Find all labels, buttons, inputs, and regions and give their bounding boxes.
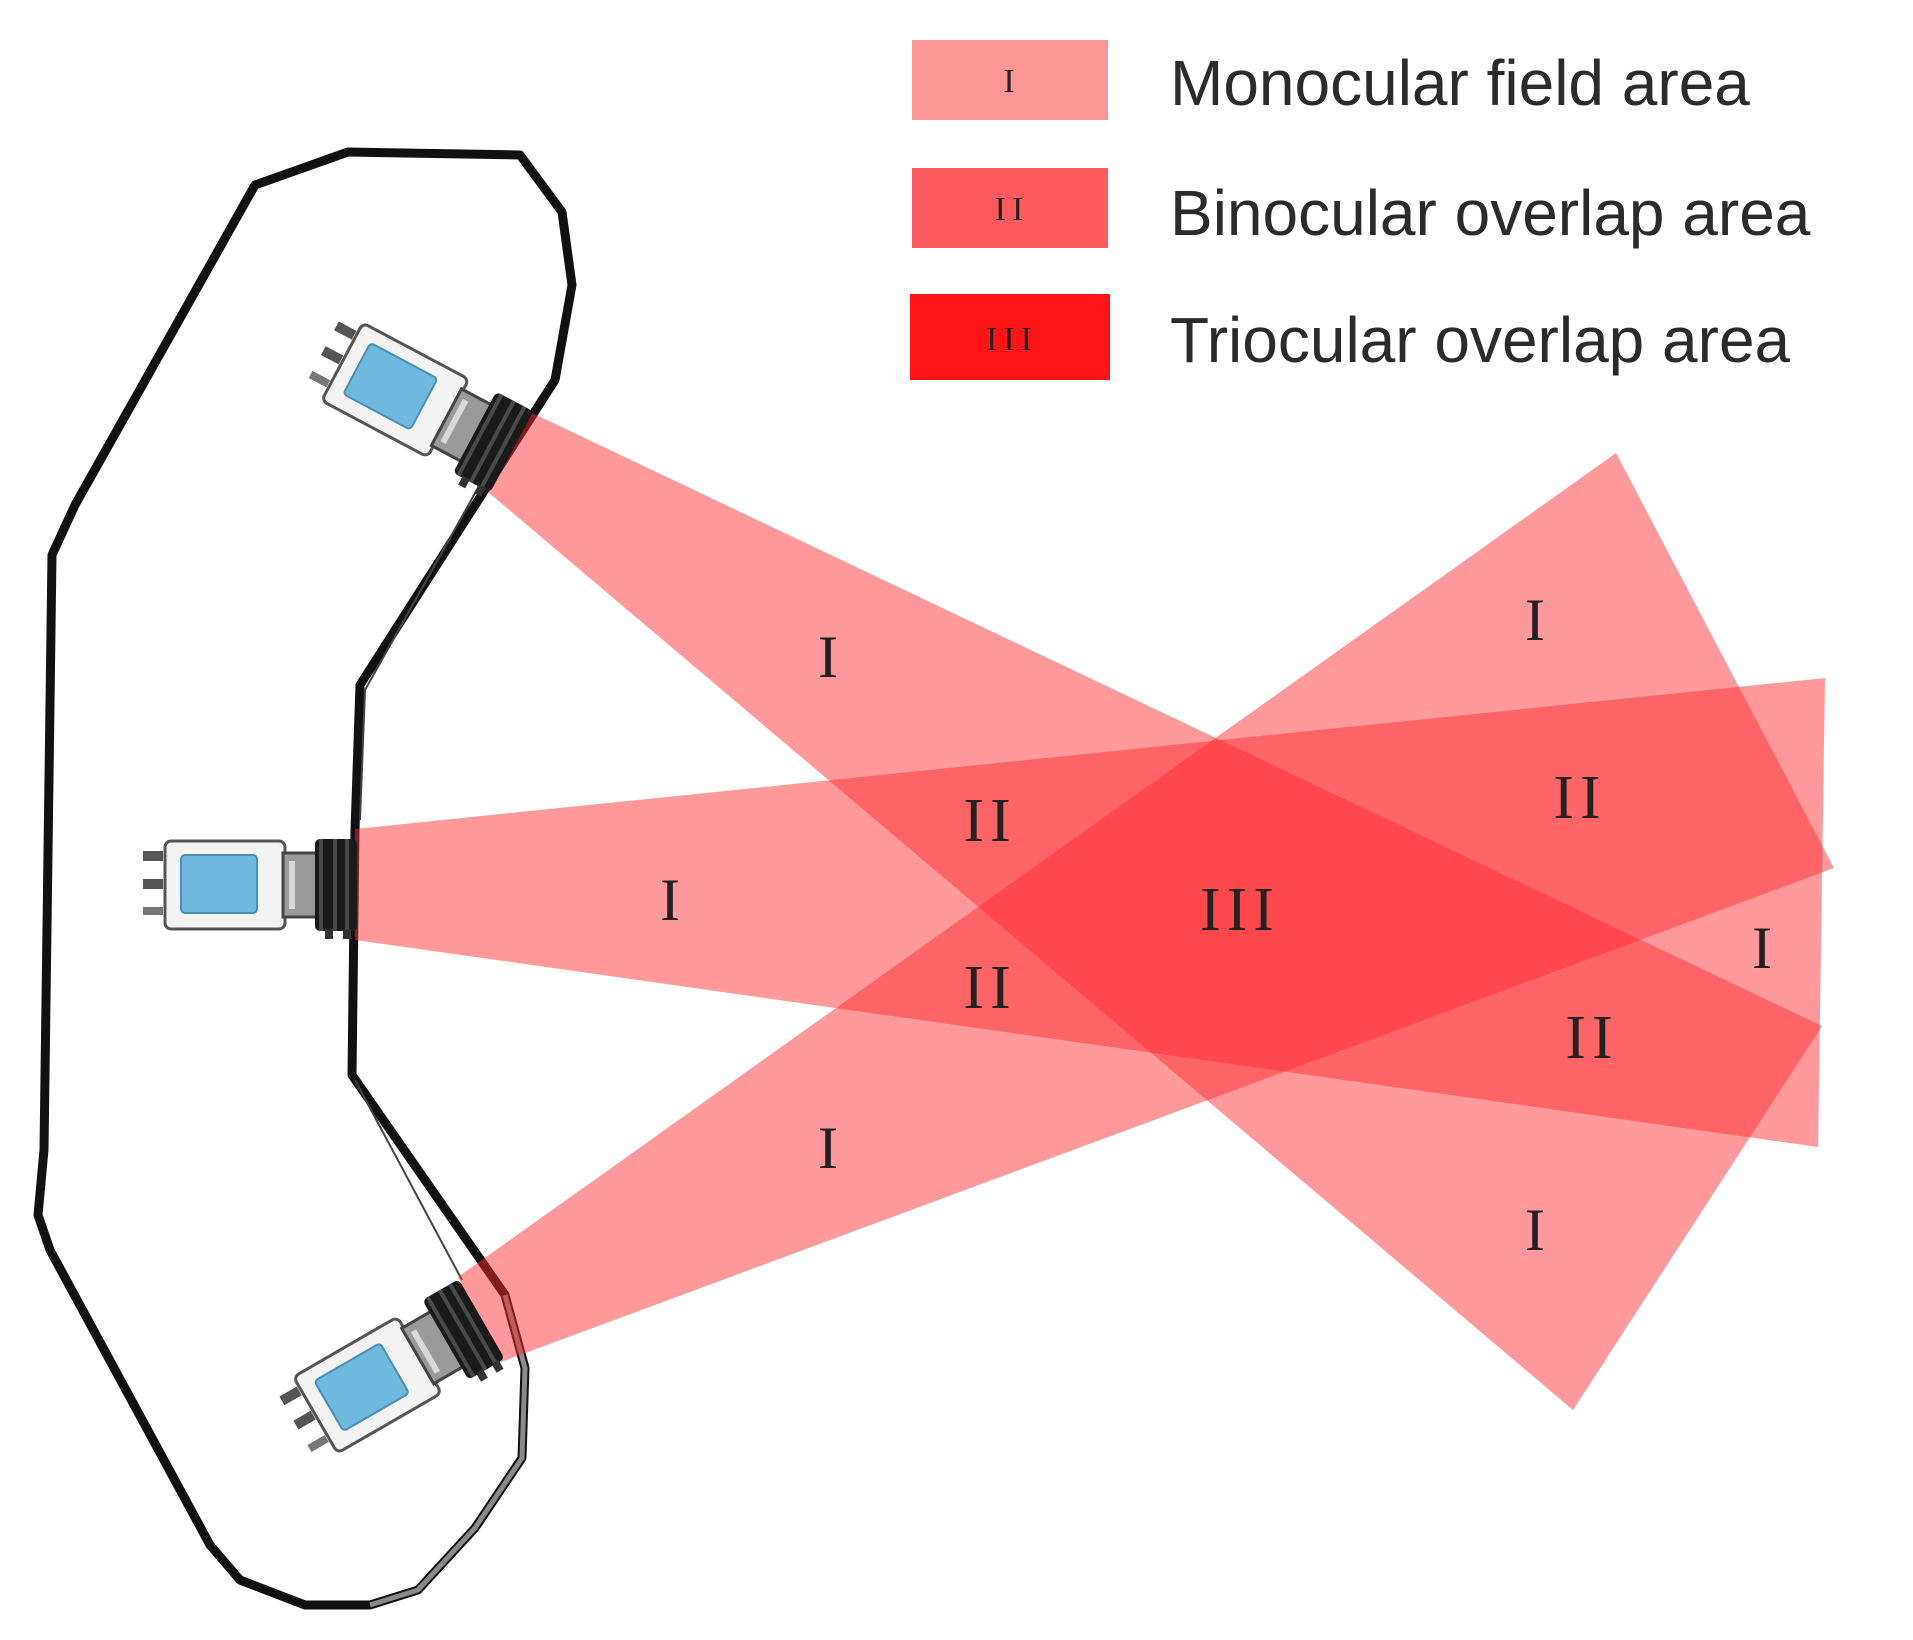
mount-frame bbox=[33, 147, 577, 1610]
legend-code-triocular: III bbox=[986, 321, 1038, 358]
label-center-trio: III bbox=[1200, 876, 1280, 944]
legend-code-binocular: II bbox=[995, 191, 1030, 228]
label-upper-right-mono: I bbox=[1525, 587, 1551, 653]
camera-middle bbox=[141, 837, 359, 941]
region-labels: I I I I I I II II II II III bbox=[660, 587, 1778, 1263]
label-lower-right-bino: II bbox=[1565, 1004, 1618, 1072]
legend-label-triocular: Triocular overlap area bbox=[1170, 304, 1791, 376]
label-far-right-mono: I bbox=[1752, 915, 1778, 981]
legend-label-monocular: Monocular field area bbox=[1170, 47, 1750, 119]
label-top-camera-mono: I bbox=[818, 624, 844, 690]
label-bottom-camera-mono: I bbox=[818, 1115, 844, 1181]
legend: I Monocular field area II Binocular over… bbox=[910, 40, 1811, 380]
label-upper-right-bino: II bbox=[1553, 764, 1606, 832]
legend-swatch-triocular bbox=[910, 294, 1110, 380]
camera-bottom bbox=[271, 1277, 511, 1475]
fields-of-view bbox=[355, 412, 1834, 1410]
legend-item-triocular: III Triocular overlap area bbox=[910, 294, 1791, 380]
legend-item-binocular: II Binocular overlap area bbox=[912, 168, 1811, 249]
legend-item-monocular: I Monocular field area bbox=[912, 40, 1750, 120]
legend-swatch-binocular bbox=[912, 168, 1108, 248]
legend-code-monocular: I bbox=[1003, 63, 1020, 100]
label-lower-right-mono: I bbox=[1525, 1197, 1551, 1263]
legend-swatch-monocular bbox=[912, 40, 1108, 120]
label-middle-camera-mono: I bbox=[660, 867, 686, 933]
top-camera-field bbox=[488, 412, 1822, 1410]
middle-camera-field bbox=[355, 678, 1825, 1147]
bottom-camera-field bbox=[458, 453, 1834, 1362]
camera-top bbox=[295, 309, 535, 502]
label-upper-left-bino: II bbox=[963, 787, 1016, 855]
label-lower-left-bino: II bbox=[963, 954, 1016, 1022]
legend-label-binocular: Binocular overlap area bbox=[1170, 177, 1811, 249]
